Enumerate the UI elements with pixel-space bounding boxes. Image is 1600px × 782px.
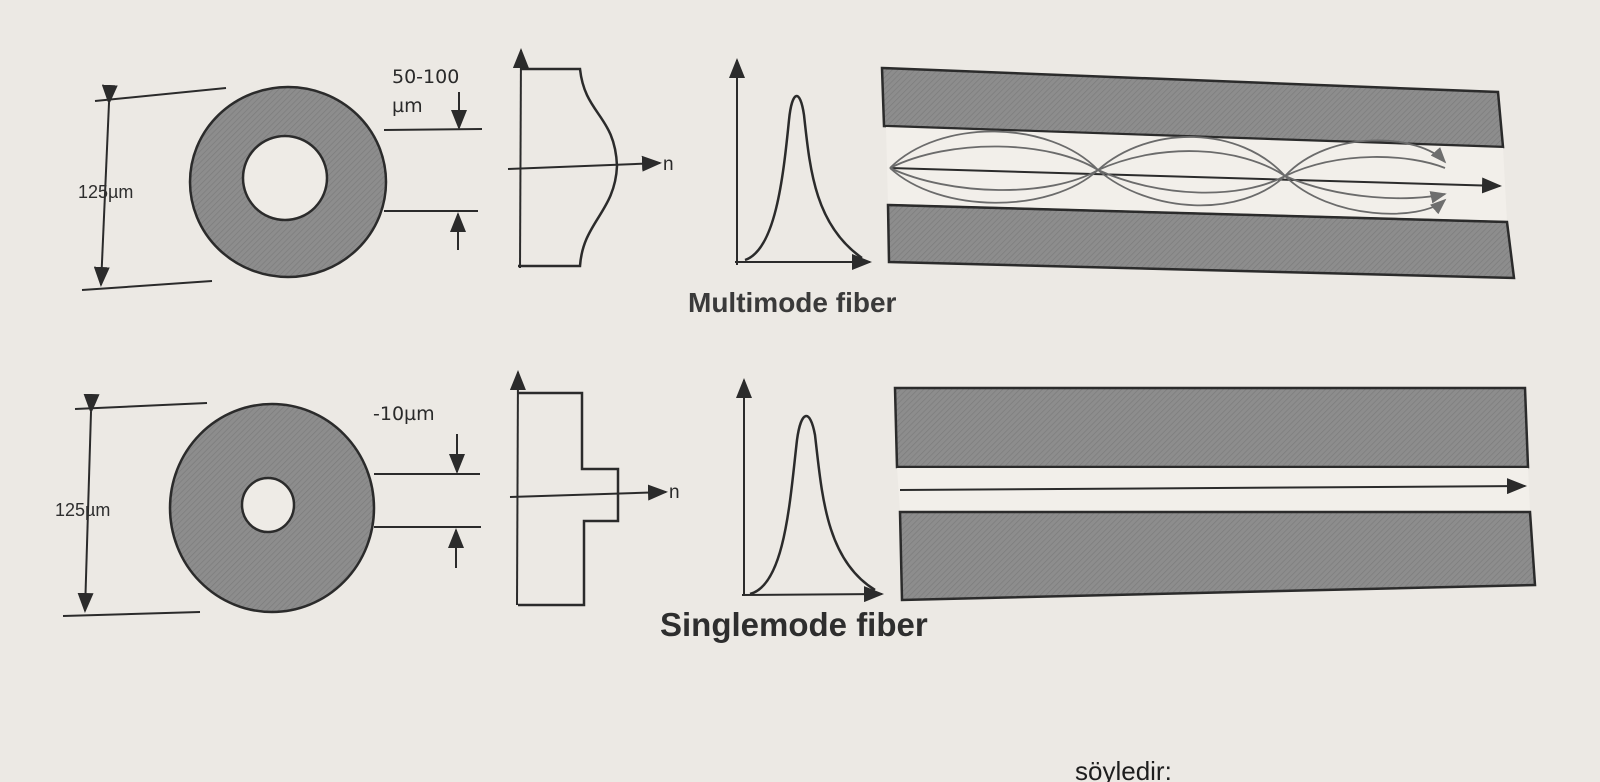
singlemode-upper-cladding xyxy=(893,386,1530,469)
step-index-curve xyxy=(518,391,620,607)
multimode-row: 125µm 50-100 µm n xyxy=(78,48,1516,318)
singlemode-mode-profile xyxy=(736,378,884,603)
profile-vertical-axis xyxy=(512,48,529,269)
singlemode-cladding-diameter-label: 125µm xyxy=(55,500,110,520)
singlemode-index-profile: n xyxy=(509,370,680,607)
multimode-core-diameter-unit: µm xyxy=(392,95,423,117)
singlemode-index-axis-label: n xyxy=(669,482,680,503)
mode-intensity-curve xyxy=(744,94,863,262)
profile-index-axis xyxy=(509,484,668,501)
cladding-top-extension-line xyxy=(74,402,208,410)
multimode-fiber-section xyxy=(880,66,1516,280)
singlemode-core-diameter-label: -10µm xyxy=(373,403,435,425)
mode-horizontal-axis xyxy=(741,586,884,603)
singlemode-lower-cladding xyxy=(898,510,1537,602)
multimode-index-profile: n xyxy=(507,48,674,269)
mode-intensity-curve xyxy=(749,414,876,596)
multimode-cladding-diameter-label: 125µm xyxy=(78,182,133,202)
multimode-mode-profile xyxy=(729,58,872,270)
cladding-dimension-line xyxy=(93,84,118,287)
footer-text-fragment: söyledir: xyxy=(1075,756,1172,782)
multimode-ray-paths xyxy=(889,130,1447,215)
singlemode-caption: Singlemode fiber xyxy=(660,606,928,643)
core-top-extension-line xyxy=(383,128,483,131)
profile-vertical-axis xyxy=(509,370,526,606)
multimode-cross-section: 125µm 50-100 µm xyxy=(78,66,483,291)
cladding-bottom-extension-line xyxy=(62,611,201,617)
profile-index-axis xyxy=(507,155,662,172)
singlemode-fiber-section xyxy=(893,386,1537,602)
multimode-core xyxy=(241,134,329,222)
singlemode-core xyxy=(240,476,296,534)
multimode-caption: Multimode fiber xyxy=(688,287,897,318)
singlemode-cross-section: 125µm -10µm xyxy=(55,393,481,617)
singlemode-core-band xyxy=(897,467,1530,512)
multimode-core-diameter-label: 50-100 xyxy=(392,66,459,88)
cladding-bottom-extension-line xyxy=(81,280,213,291)
graded-index-curve xyxy=(518,67,619,268)
core-boundary-bottom xyxy=(887,204,1508,223)
cladding-dimension-line xyxy=(77,393,100,613)
multimode-index-axis-label: n xyxy=(663,154,674,175)
singlemode-axial-ray xyxy=(899,478,1527,495)
cladding-top-extension-line xyxy=(94,87,227,102)
singlemode-row: 125µm -10µm n xyxy=(55,370,1537,643)
multimode-axial-ray xyxy=(889,167,1502,194)
